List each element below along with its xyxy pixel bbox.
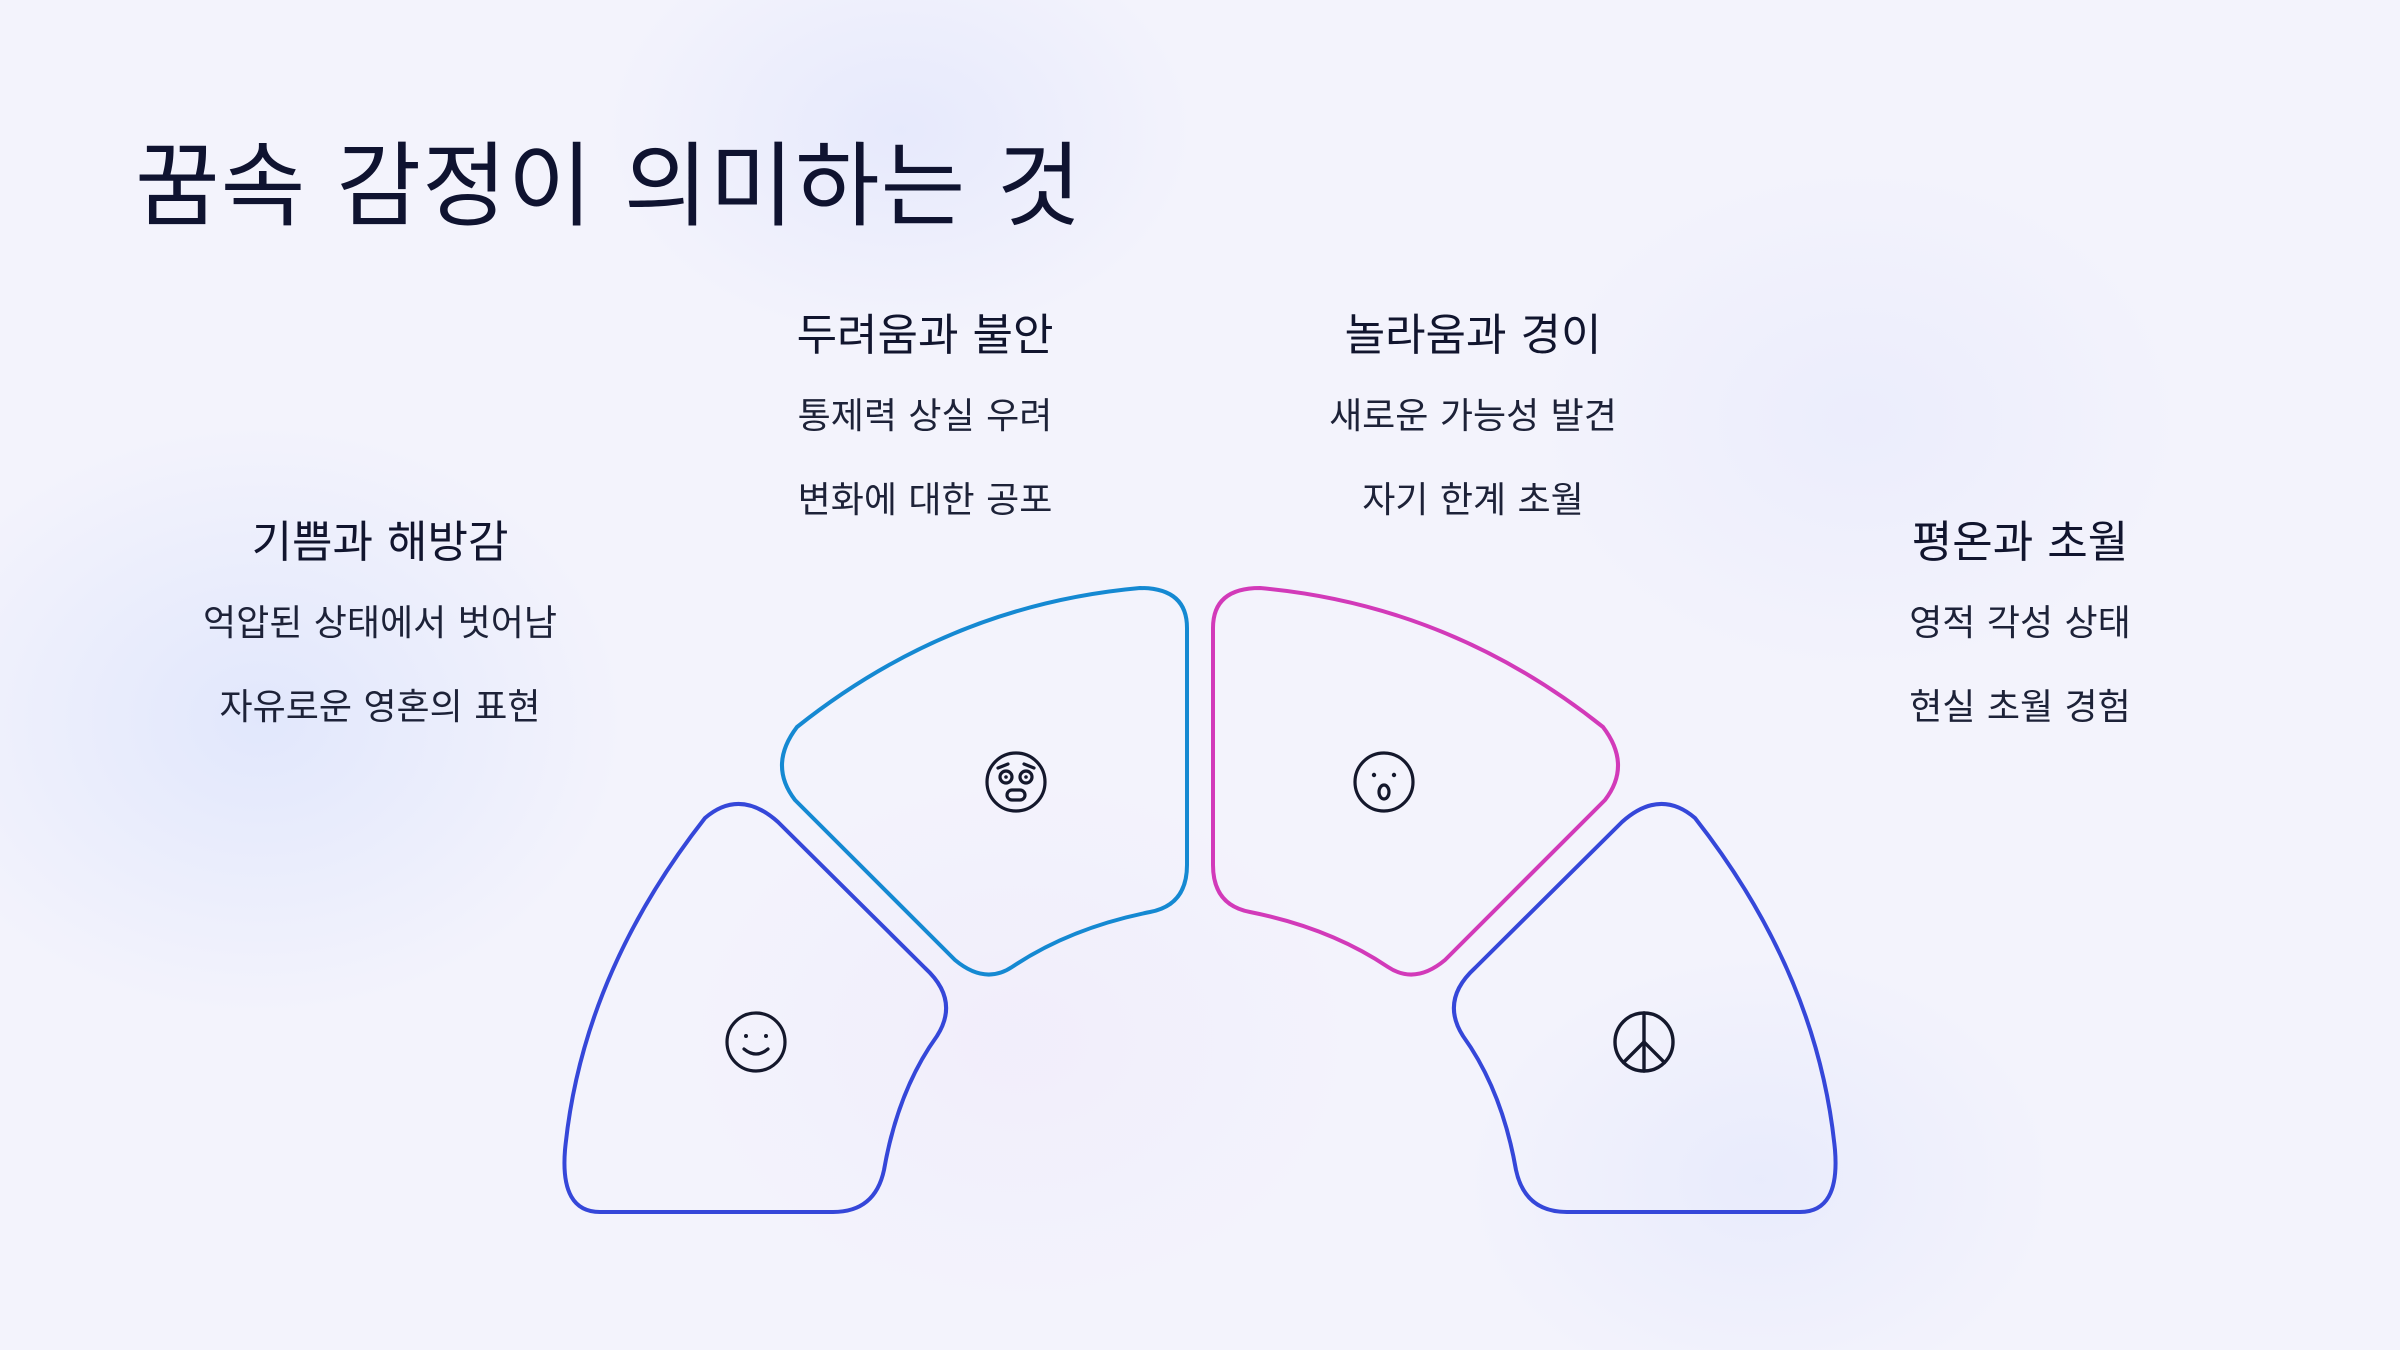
segment-peace-shape bbox=[1451, 802, 1838, 1214]
segment-joy-shape bbox=[562, 802, 949, 1214]
segment-item: 자유로운 영혼의 표현 bbox=[219, 687, 541, 728]
peace-sign-icon bbox=[1609, 1007, 1679, 1077]
segment-item: 억압된 상태에서 벗어남 bbox=[202, 603, 558, 644]
segment-heading: 평온과 초월 bbox=[1911, 517, 2129, 568]
segment-wonder-text: 놀라움과 경이 새로운 가능성 발견 자기 한계 초월 bbox=[1233, 308, 1713, 524]
segment-item: 통제력 상실 우려 bbox=[797, 396, 1053, 437]
smiling-face-icon bbox=[721, 1007, 791, 1077]
segment-item: 현실 초월 경험 bbox=[1909, 687, 2131, 728]
segment-item: 새로운 가능성 발견 bbox=[1329, 396, 1617, 437]
segment-item: 자기 한계 초월 bbox=[1362, 480, 1584, 521]
segment-heading: 놀라움과 경이 bbox=[1344, 310, 1602, 361]
surprised-face-icon bbox=[1349, 747, 1419, 817]
segment-peace-text: 평온과 초월 영적 각성 상태 현실 초월 경험 bbox=[1780, 515, 2260, 731]
segment-heading: 기쁨과 해방감 bbox=[251, 517, 509, 568]
segment-item: 영적 각성 상태 bbox=[1909, 603, 2131, 644]
segment-joy-text: 기쁨과 해방감 억압된 상태에서 벗어남 자유로운 영혼의 표현 bbox=[140, 515, 620, 731]
page-title: 꿈속 감정이 의미하는 것 bbox=[135, 133, 1083, 240]
segment-wonder-shape bbox=[1211, 586, 1620, 977]
segment-heading: 두려움과 불안 bbox=[796, 310, 1054, 361]
segment-item: 변화에 대한 공포 bbox=[797, 480, 1053, 521]
segment-fear-shape bbox=[780, 586, 1189, 977]
segment-fear-text: 두려움과 불안 통제력 상실 우려 변화에 대한 공포 bbox=[685, 308, 1165, 524]
fearful-face-icon bbox=[981, 747, 1051, 817]
